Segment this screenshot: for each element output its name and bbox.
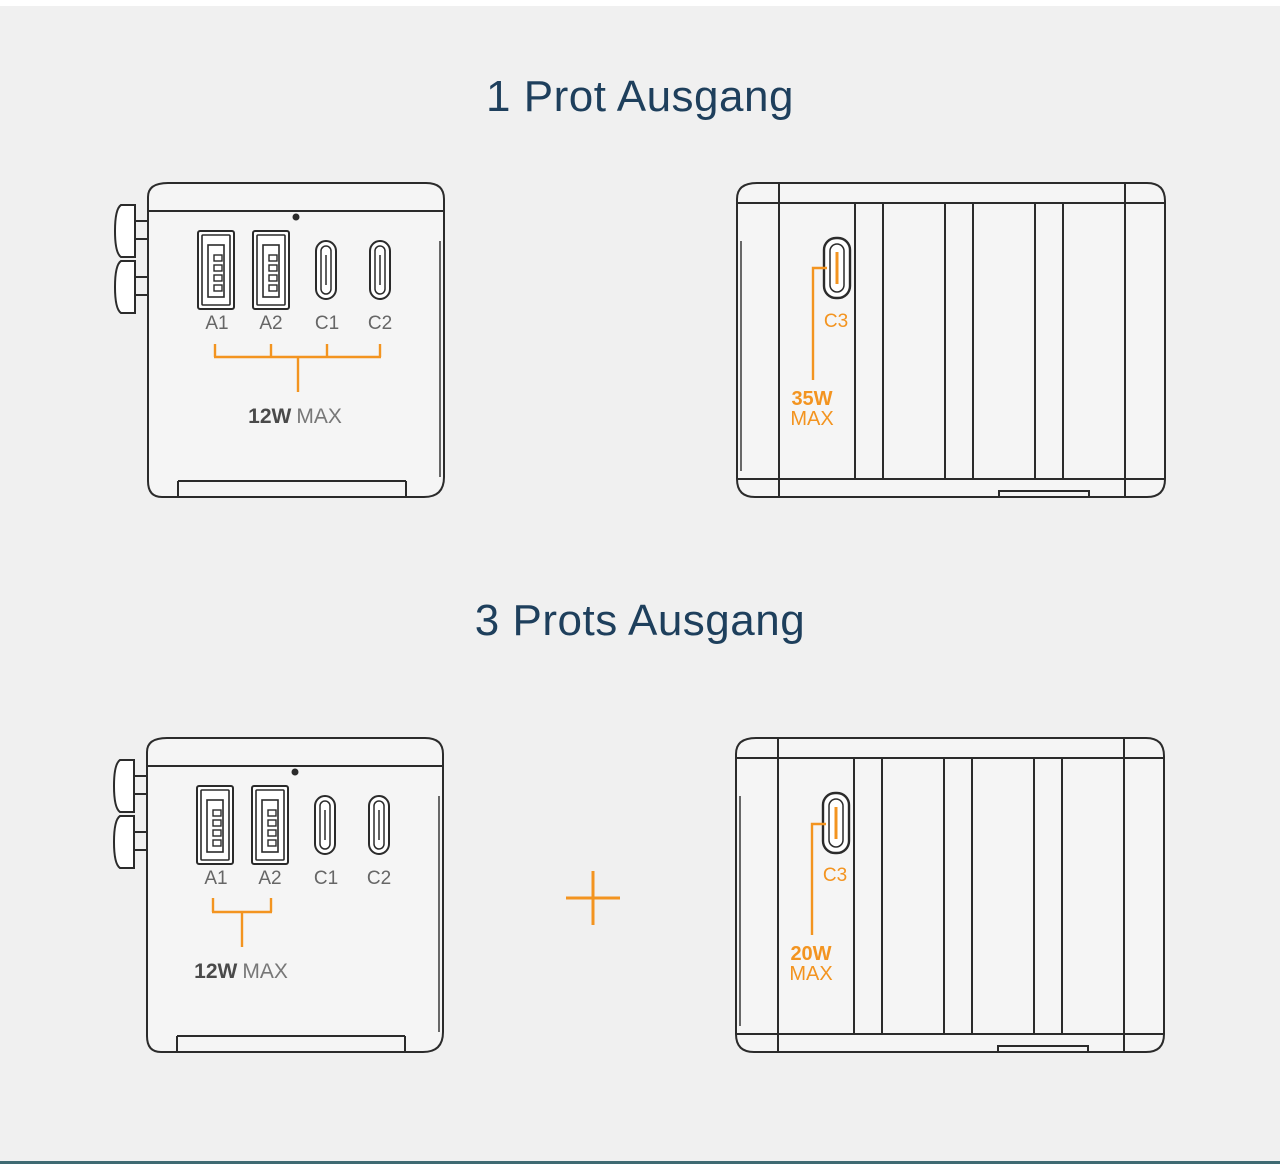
usb-c-port-c3 — [822, 236, 852, 300]
plus-icon — [566, 871, 620, 925]
section-1-port-labels: A1 A2 C1 C2 — [205, 313, 392, 334]
section-2-side-adapter — [735, 737, 1165, 1053]
usb-a-port-a2 — [252, 230, 290, 310]
port-label-a2: A2 — [258, 868, 281, 889]
section-1-bracket — [213, 344, 382, 392]
usb-c-port-c2 — [369, 240, 391, 300]
port-label-c2: C2 — [367, 868, 391, 889]
section-2-title: 3 Prots Ausgang — [474, 596, 806, 645]
port-label-a1: A1 — [205, 313, 228, 334]
section-1-c3-leader — [811, 266, 827, 380]
section-1-side-adapter — [736, 182, 1166, 498]
section-1-front-adapter — [114, 182, 445, 498]
section-2-side-power: 20W — [790, 943, 831, 965]
section-1-side-max: MAX — [790, 408, 833, 430]
usb-a-port-a2 — [251, 785, 289, 865]
usb-c-port-c2 — [368, 795, 390, 855]
usb-c-port-c1 — [315, 240, 337, 300]
bottom-border — [0, 1161, 1280, 1164]
section-2-side-max: MAX — [789, 963, 832, 985]
port-label-c2: C2 — [368, 313, 392, 334]
section-2-port-label-c3: C3 — [823, 865, 847, 886]
usb-a-port-a1 — [197, 230, 235, 310]
usb-c-port-c1 — [314, 795, 336, 855]
section-2-front-adapter — [113, 737, 444, 1053]
port-label-c1: C1 — [314, 868, 338, 889]
section-1-title: 1 Prot Ausgang — [486, 72, 794, 121]
section-1-side-power: 35W — [791, 388, 832, 410]
port-label-a1: A1 — [204, 868, 227, 889]
usb-c-port-c3 — [821, 791, 851, 855]
port-label-c1: C1 — [315, 313, 339, 334]
section-2-bracket — [211, 898, 273, 947]
top-border — [0, 0, 1280, 6]
section-1-port-label-c3: C3 — [824, 311, 848, 332]
section-2-port-labels: A1 A2 C1 C2 — [204, 868, 391, 889]
usb-a-port-a1 — [196, 785, 234, 865]
section-2-c3-leader — [810, 822, 826, 935]
port-label-a2: A2 — [259, 313, 282, 334]
